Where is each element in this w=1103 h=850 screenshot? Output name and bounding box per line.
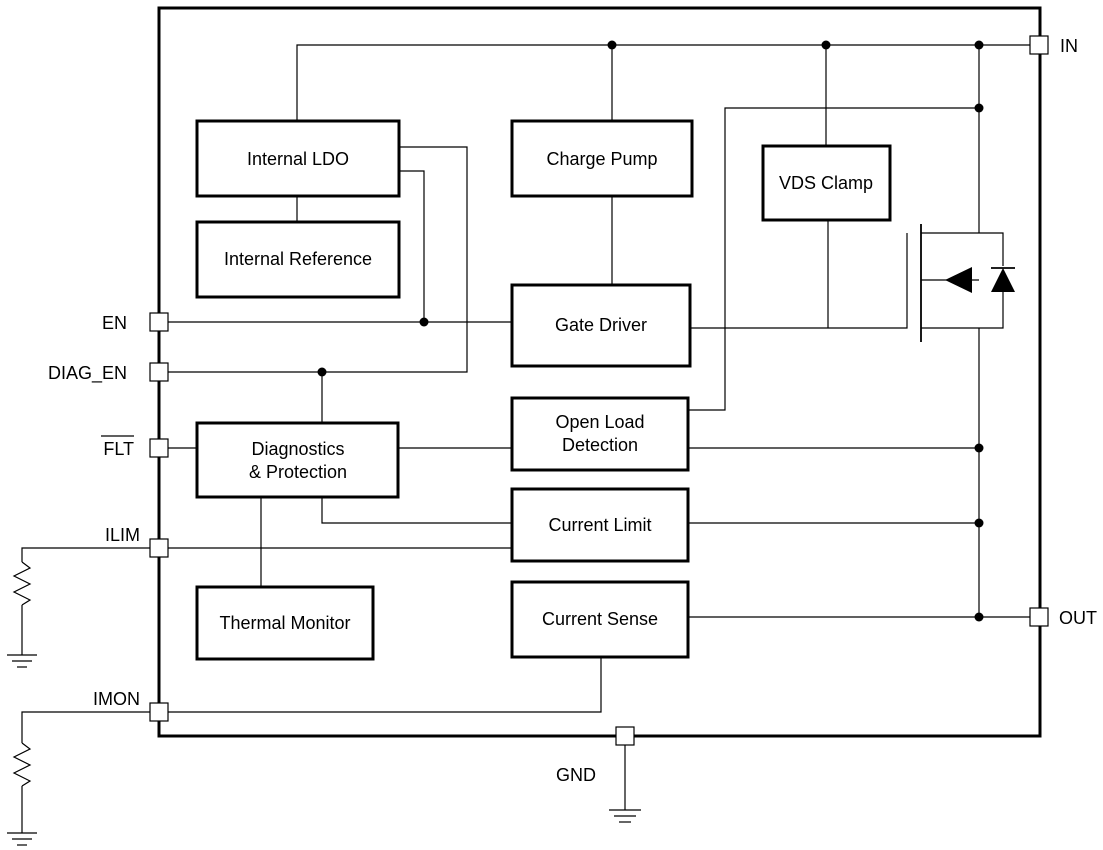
current-sense-label: Current Sense (542, 609, 658, 629)
block-thermal-monitor: Thermal Monitor (195, 585, 375, 661)
wires (168, 44, 1030, 823)
pin-diag-en (149, 362, 169, 382)
open-load-label-line1: Open Load (555, 412, 644, 432)
ilim-resistor-icon (7, 547, 150, 668)
pin-in (1029, 35, 1049, 55)
block-charge-pump: Charge Pump (510, 119, 694, 198)
body-arrow-icon (945, 267, 972, 293)
pin-imon (149, 702, 169, 722)
pin-out (1029, 607, 1049, 627)
pin-out-label: OUT (1059, 608, 1097, 628)
pin-in-label: IN (1060, 36, 1078, 56)
pin-flt (149, 438, 169, 458)
pin-en-label: EN (102, 313, 127, 333)
thermal-monitor-label: Thermal Monitor (219, 613, 350, 633)
block-gate-driver: Gate Driver (510, 283, 692, 368)
gate-driver-label: Gate Driver (555, 315, 647, 335)
imon-resistor-icon (7, 711, 150, 846)
block-current-limit: Current Limit (510, 487, 690, 563)
current-limit-label: Current Limit (548, 515, 651, 535)
block-internal-ldo: Internal LDO (195, 119, 401, 198)
block-vds-clamp: VDS Clamp (761, 144, 892, 222)
pin-gnd (615, 726, 635, 746)
pin-ilim-label: ILIM (105, 525, 140, 545)
pin-ilim (149, 538, 169, 558)
diagnostics-label-line2: & Protection (249, 462, 347, 482)
junction-dots (317, 40, 984, 622)
block-diagnostics-protection: Diagnostics & Protection (195, 421, 400, 499)
pin-en (149, 312, 169, 332)
block-current-sense: Current Sense (510, 580, 690, 659)
diagnostics-label-line1: Diagnostics (251, 439, 344, 459)
pin-imon-label: IMON (93, 689, 140, 709)
block-internal-reference: Internal Reference (195, 220, 401, 299)
block-open-load-detection: Open Load Detection (510, 396, 690, 472)
internal-reference-label: Internal Reference (224, 249, 372, 269)
charge-pump-label: Charge Pump (546, 149, 657, 169)
pin-flt-label: FLT (103, 439, 134, 459)
vds-clamp-label: VDS Clamp (779, 173, 873, 193)
open-load-label-line2: Detection (562, 435, 638, 455)
internal-ldo-label: Internal LDO (247, 149, 349, 169)
power-mosfet-icon (920, 224, 1015, 342)
pin-gnd-label: GND (556, 765, 596, 785)
pin-diag-en-label: DIAG_EN (48, 363, 127, 384)
body-diode-icon (991, 268, 1015, 292)
